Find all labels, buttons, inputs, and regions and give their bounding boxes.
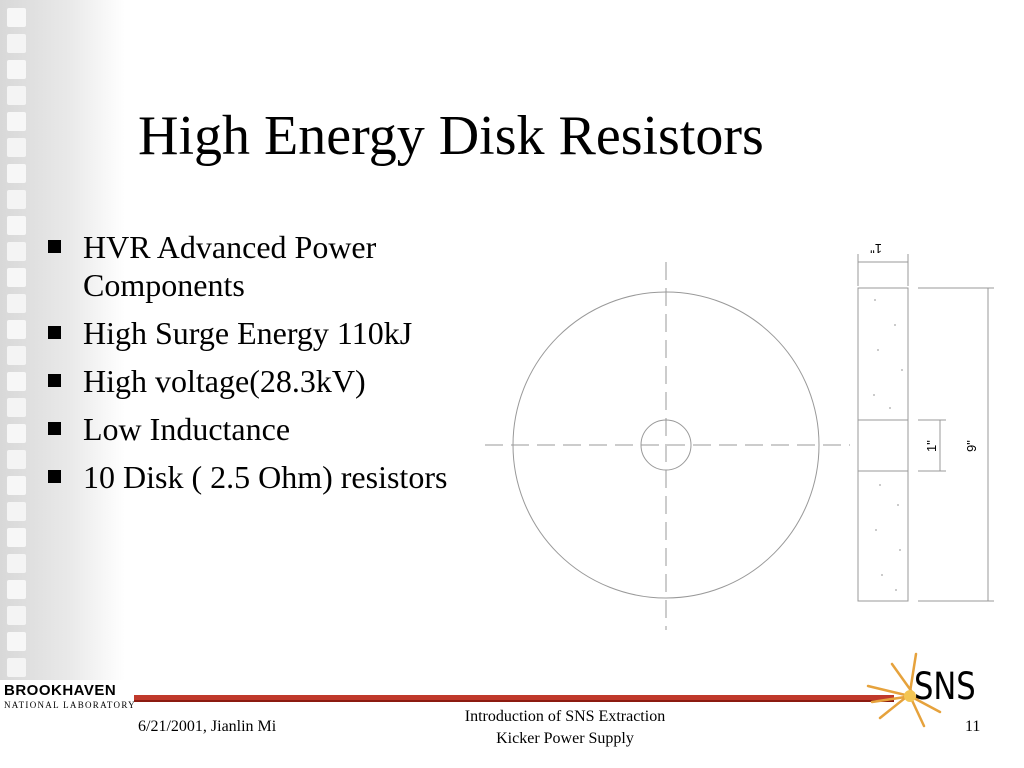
bullet-square-icon xyxy=(48,422,61,435)
bullet-square-icon xyxy=(48,374,61,387)
width-dimension-label: 1" xyxy=(870,241,882,256)
decorative-tile xyxy=(7,502,26,521)
footer-divider xyxy=(134,695,894,700)
bullet-list: HVR Advanced Power Components High Surge… xyxy=(48,228,468,506)
decorative-tile xyxy=(7,294,26,313)
slide-title: High Energy Disk Resistors xyxy=(138,105,764,167)
decorative-tile xyxy=(7,632,26,651)
decorative-tile xyxy=(7,424,26,443)
decorative-tile xyxy=(7,320,26,339)
decorative-tile xyxy=(7,112,26,131)
brookhaven-logo: BROOKHAVEN NATIONAL LABORATORY xyxy=(4,682,136,711)
left-decorative-strip xyxy=(0,0,125,680)
decorative-tile xyxy=(7,164,26,183)
bullet-item: HVR Advanced Power Components xyxy=(48,228,468,304)
decorative-tile xyxy=(7,86,26,105)
footer-presentation-title: Introduction of SNS Extraction Kicker Po… xyxy=(464,708,666,747)
bullet-square-icon xyxy=(48,326,61,339)
disk-resistor-drawing: 1" 1" 9" xyxy=(485,241,994,630)
bullet-item: High Surge Energy 110kJ xyxy=(48,314,468,352)
decorative-tile xyxy=(7,268,26,287)
decorative-tile xyxy=(7,606,26,625)
decorative-tiles xyxy=(7,0,29,680)
decorative-tile xyxy=(7,8,26,27)
bullet-square-icon xyxy=(48,240,61,253)
decorative-tile xyxy=(7,398,26,417)
footer-date-author: 6/21/2001, Jianlin Mi xyxy=(138,718,277,735)
decorative-tile xyxy=(7,346,26,365)
decorative-tile xyxy=(7,580,26,599)
bullet-square-icon xyxy=(48,470,61,483)
bullet-item: Low Inductance xyxy=(48,410,468,448)
decorative-tile xyxy=(7,450,26,469)
height-dimension-label: 9" xyxy=(964,440,979,452)
decorative-tile xyxy=(7,528,26,547)
material-speckles xyxy=(873,299,903,591)
side-view-hole xyxy=(857,419,909,472)
decorative-tile xyxy=(7,190,26,209)
decorative-tile xyxy=(7,658,26,677)
decorative-tile xyxy=(7,372,26,391)
decorative-tile xyxy=(7,138,26,157)
decorative-tile xyxy=(7,476,26,495)
sns-logo-text: SNS xyxy=(914,665,976,709)
page-number: 11 xyxy=(965,718,981,735)
decorative-tile xyxy=(7,242,26,261)
bullet-item: 10 Disk ( 2.5 Ohm) resistors xyxy=(48,458,468,496)
sns-logo: SNS xyxy=(866,652,976,728)
footer-divider-shadow xyxy=(134,700,894,702)
decorative-tile xyxy=(7,554,26,573)
bullet-item: High voltage(28.3kV) xyxy=(48,362,468,400)
decorative-tile xyxy=(7,216,26,235)
decorative-tile xyxy=(7,34,26,53)
side-view-outline xyxy=(857,287,909,602)
decorative-tile xyxy=(7,60,26,79)
hole-dimension-label: 1" xyxy=(924,440,939,452)
